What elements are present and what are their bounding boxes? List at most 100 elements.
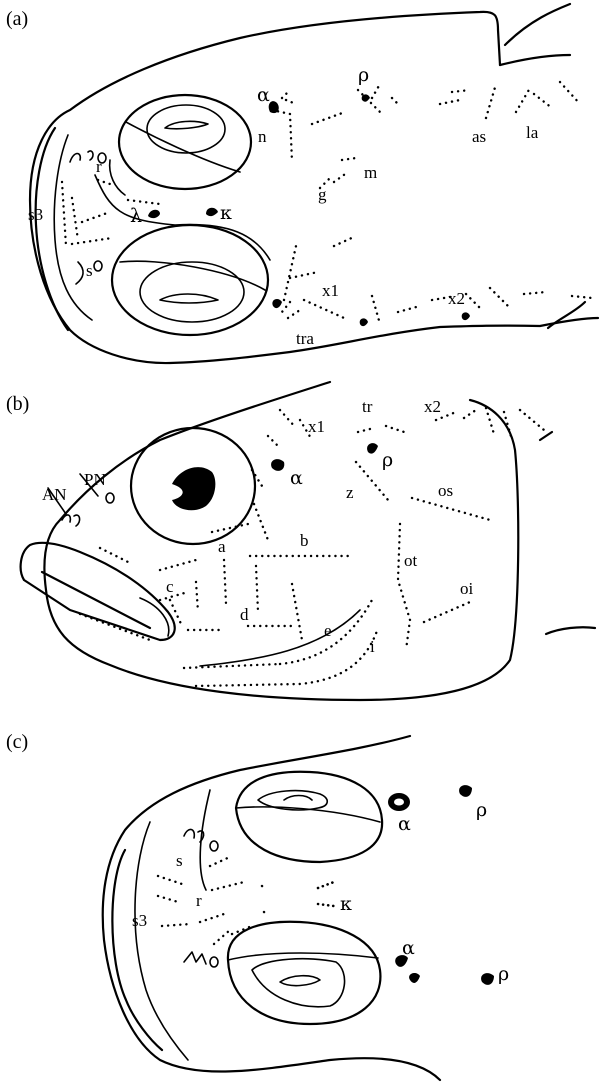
- panel-b-line-i: [196, 628, 378, 686]
- panel-a-line-s3b: [72, 198, 78, 240]
- panel-a-label-alpha: α: [257, 84, 270, 106]
- panel-c-nostril-upper: [184, 829, 204, 842]
- panel-c-lower-eye-outer: [228, 922, 381, 1024]
- panel-c-label: (c): [6, 731, 28, 753]
- panel-c-label-s3: s3: [132, 911, 147, 930]
- panel-a-label: (a): [6, 8, 28, 30]
- panel-b-label-i: i: [370, 637, 375, 656]
- panel-b-line-os: [412, 498, 490, 520]
- panel-b-label-d: d: [240, 605, 249, 624]
- panel-c-line-s: [210, 856, 232, 866]
- panel-a-line-r: [98, 180, 160, 204]
- panel-a-lower-eye: [112, 225, 268, 335]
- panel-c-lower-pore-open: [210, 957, 218, 967]
- panel-a-line-x1: [284, 236, 356, 318]
- panel-a-lower-pore: [94, 261, 102, 271]
- panel-c-label-alpha-lower: α: [402, 937, 415, 959]
- panel-a-line-x1b: [372, 296, 380, 324]
- panel-b: (b): [6, 382, 595, 700]
- panel-a-dorsal-fin: [505, 4, 570, 45]
- panel-b-opercle-tip: [540, 432, 552, 440]
- panel-b-line-x1b: [268, 436, 278, 446]
- panel-a-lower-eye-inner: [140, 262, 244, 322]
- panel-c-line-s3: [158, 876, 190, 926]
- panel-a-pore-lambda: [148, 210, 160, 218]
- panel-c-upper-eye: [236, 772, 382, 862]
- panel-b-label-rho: ρ: [382, 449, 393, 471]
- panel-b-label-os: os: [438, 481, 453, 500]
- panel-c-label-r: r: [196, 891, 202, 910]
- panel-a-pectoral: [548, 302, 585, 328]
- panel-c-upper-pupil: [284, 796, 312, 801]
- panel-c-pore-alpha-lower2: [409, 973, 420, 983]
- panel-b-label-x1: x1: [308, 417, 325, 436]
- panel-c-label-alpha-upper: α: [398, 813, 411, 835]
- panel-b-anterior-nostril: [62, 515, 80, 526]
- panel-b-label-z: z: [346, 483, 354, 502]
- panel-b-pore-alpha: [271, 459, 284, 471]
- panel-a-label-x2: x2: [448, 289, 465, 308]
- panel-b-pore-rho: [367, 443, 378, 453]
- panel-a-label-tra: tra: [296, 329, 314, 348]
- panel-c-line-kappa: [318, 882, 334, 906]
- panel-b-label: (b): [6, 393, 29, 415]
- panel-a-label-x1: x1: [322, 281, 339, 300]
- panel-b-preopercle: [200, 610, 360, 666]
- panel-a-fin-edge: [500, 55, 570, 65]
- panel-a-rim-small: [110, 160, 125, 195]
- panel-a-label-as: as: [472, 127, 486, 146]
- panel-b-label-x2: x2: [424, 397, 441, 416]
- panel-a-label-r: r: [96, 157, 102, 176]
- panel-b-line-ot: [398, 524, 410, 650]
- panel-a-line-la: [516, 82, 580, 112]
- panel-c-line-r: [212, 882, 244, 890]
- panel-c-label-kappa: κ: [340, 893, 352, 915]
- panel-a-label-g: g: [318, 185, 327, 204]
- panel-c-label-rho-lower: ρ: [498, 963, 509, 985]
- panel-b-line-c: [100, 548, 196, 570]
- panel-a-upper-pupil: [165, 121, 208, 128]
- panel-a-lower-nostril: [76, 262, 83, 284]
- panel-b-lip: [140, 598, 169, 636]
- panel-b-line-tr: [358, 426, 404, 432]
- panel-a-lower-pupil: [160, 294, 218, 303]
- panel-c: (c): [6, 731, 509, 1080]
- panel-c-head-outline: [103, 736, 440, 1080]
- panel-c-lower-eye: [228, 922, 381, 1024]
- panel-a-snout-rim: [36, 128, 68, 330]
- panel-a-label-s: s: [86, 261, 93, 280]
- panel-a-pore-alpha: [269, 101, 279, 113]
- panel-b-posterior-nostril: [106, 493, 114, 503]
- panel-a-line-rho: [372, 84, 400, 106]
- panel-b-line-x2: [436, 408, 544, 440]
- panel-b-line-a: [212, 504, 268, 540]
- panel-a-label-lambda: λ: [130, 205, 142, 227]
- panel-a-line-tra: [282, 302, 300, 318]
- panel-c-label-s: s: [176, 851, 183, 870]
- panel-a-label-m: m: [364, 163, 377, 182]
- panel-b-line-verticals: [188, 560, 302, 640]
- panel-b-label-pn: PN: [84, 470, 106, 489]
- panel-a-line-mid: [312, 90, 380, 124]
- panel-b-label-e: e: [324, 621, 332, 640]
- panel-c-lower-eye-inner: [252, 959, 345, 1007]
- panel-b-label-alpha: α: [290, 467, 303, 489]
- panel-a-line-m: [342, 158, 356, 160]
- panel-a-line-s3: [62, 182, 66, 246]
- panel-a-upper-eye-fold: [126, 122, 240, 172]
- panel-a: (a): [6, 4, 598, 363]
- panel-a-pore-kappa: [206, 208, 218, 216]
- panel-b-label-ot: ot: [404, 551, 418, 570]
- panel-a-line-x2: [398, 288, 592, 312]
- panel-a-label-s3: s3: [28, 205, 43, 224]
- panel-b-label-oi: oi: [460, 579, 474, 598]
- panel-a-line-alpha-row: [282, 92, 288, 98]
- panel-a-snout-inner: [54, 135, 92, 320]
- panel-a-pore-tra: [272, 299, 282, 308]
- panel-b-label-an: AN: [42, 485, 67, 504]
- panel-a-pore-x1: [360, 318, 368, 326]
- panel-b-mouth: [21, 543, 175, 640]
- panel-b-pectoral: [546, 627, 595, 634]
- panel-b-line-oi: [424, 602, 470, 622]
